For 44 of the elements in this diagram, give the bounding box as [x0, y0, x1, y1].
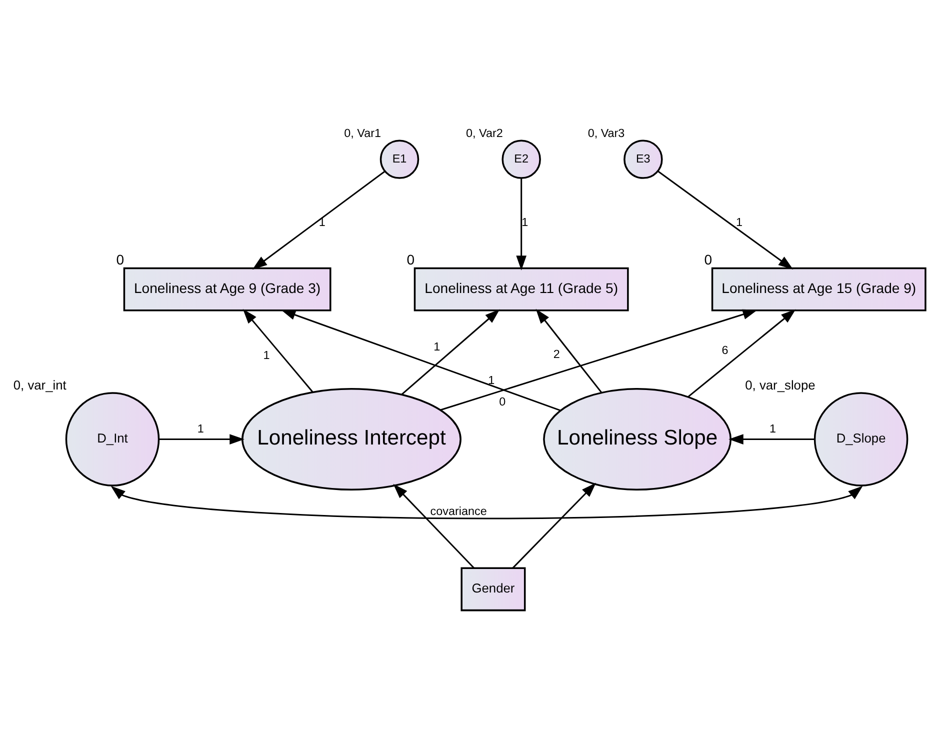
- arrow: [728, 434, 815, 444]
- node-ellipse: Loneliness Slope: [543, 388, 732, 491]
- arrow: [440, 309, 758, 411]
- node-circle: D_Int: [65, 392, 160, 486]
- edge-label: 1: [197, 422, 204, 436]
- node-label: 0, var_int: [13, 377, 66, 392]
- arrow: [110, 486, 863, 520]
- arrow: [393, 484, 474, 568]
- arrow: [536, 308, 602, 394]
- edge-label: 1: [770, 422, 776, 436]
- arrow: [252, 170, 386, 270]
- arrow: [242, 308, 314, 393]
- node-label: 0, Var1: [344, 127, 382, 140]
- edge-label: 2: [553, 348, 560, 362]
- node-label: 0, Var3: [588, 127, 625, 140]
- node-box: Loneliness at Age 11 (Grade 5): [414, 267, 629, 312]
- arrow: [512, 482, 596, 568]
- edge-label: 1: [434, 340, 440, 354]
- node-box: Loneliness at Age 9 (Grade 3): [123, 267, 332, 312]
- node-label: 0, var_slope: [745, 377, 816, 392]
- node-label: 0: [116, 251, 124, 268]
- node-ellipse: Loneliness Intercept: [242, 388, 462, 491]
- node-label: 0, Var2: [466, 127, 503, 140]
- node-box: Gender: [460, 567, 526, 612]
- edge-label: 1: [263, 349, 270, 362]
- node-box: Loneliness at Age 15 (Grade 9): [711, 267, 926, 312]
- node-circle: E1: [380, 140, 420, 179]
- edge-label: 1: [522, 216, 528, 230]
- node-circle: D_Slope: [814, 392, 908, 486]
- node-label: 0: [406, 251, 415, 268]
- node-label: 0: [704, 251, 712, 268]
- arrow: [401, 309, 500, 396]
- edge-label: 6: [722, 344, 728, 358]
- edge-label: covariance: [430, 504, 487, 518]
- edge-label: 0: [499, 395, 506, 408]
- arrow: [516, 178, 526, 270]
- node-circle: E3: [624, 140, 663, 179]
- arrow: [159, 434, 244, 444]
- edge-label: 1: [488, 374, 495, 388]
- arrow: [688, 309, 796, 398]
- edge-label: 1: [736, 216, 742, 230]
- arrow: [657, 170, 794, 270]
- node-circle: E2: [502, 140, 541, 179]
- arrow: [280, 310, 561, 412]
